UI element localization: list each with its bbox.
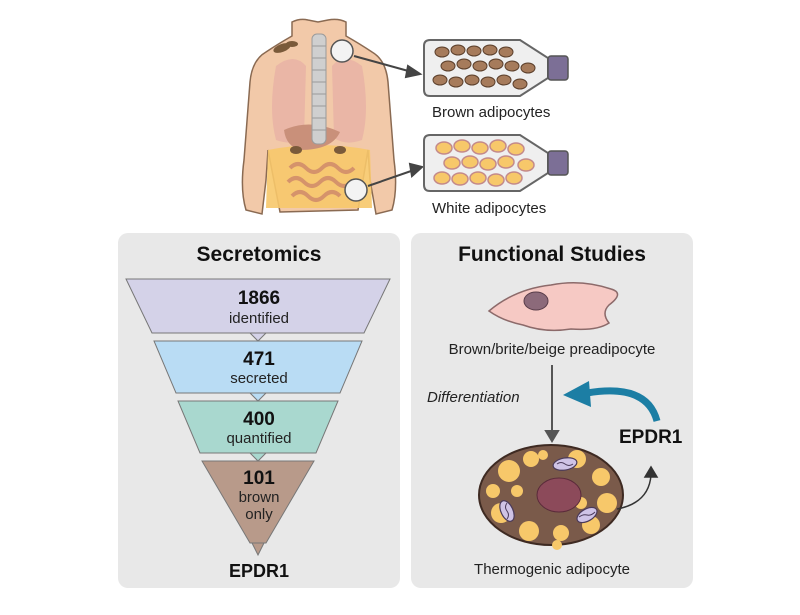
funnel-arrow [248,392,268,402]
functional-illustration [478,282,661,550]
tier-brown-label-2: only [245,506,273,523]
funnel-arrow [251,542,265,557]
thermogenic-adipocyte-cell [478,444,624,550]
tier-brown-label: brown [238,489,280,506]
funnel-tier-brown-only [201,460,315,544]
epdr1-feedback-arrow [563,381,661,423]
arrow-to-white-flask [367,162,425,187]
preadipocyte-label: Brown/brite/beige preadipocyte [448,341,656,358]
tier-quantified-number: 400 [243,409,275,430]
funnel-arrow [248,332,268,342]
secretomics-result: EPDR1 [228,561,290,581]
thermogenic-adipocyte-label: Thermogenic adipocyte [474,561,630,578]
epdr1-factor-label: EPDR1 [619,427,683,448]
functional-studies-title: Functional Studies [458,243,646,266]
differentiation-label: Differentiation [427,389,520,406]
secretomics-title: Secretomics [196,243,322,266]
secretomics-funnel [125,278,391,557]
secretion-arrow [616,465,659,510]
tier-identified-number: 1866 [237,288,281,309]
brown-adipocytes-label: Brown adipocytes [432,104,551,121]
preadipocyte-cell [487,282,619,332]
tier-brown-number: 101 [243,468,275,489]
tier-identified-label: identified [228,310,290,327]
tier-quantified-label: quantified [226,430,292,447]
funnel-arrow [248,452,268,462]
differentiation-arrow [544,365,560,443]
white-adipocyte-flask [423,134,569,192]
functional-studies-panel: Functional Studies [411,233,693,588]
white-adipocytes-label: White adipocytes [432,200,547,217]
brown-adipocyte-flask [423,39,569,97]
arrow-to-brown-flask [353,55,423,79]
funnel-tier-quantified [177,400,339,454]
secretomics-panel: Secretomics 1866 identified 471 secreted… [118,233,400,588]
funnel-tier-identified [125,278,391,334]
tier-secreted-number: 471 [243,349,275,370]
tier-secreted-label: secreted [230,370,288,387]
funnel-tier-secreted [153,340,363,394]
human-torso-illustration [241,18,397,215]
